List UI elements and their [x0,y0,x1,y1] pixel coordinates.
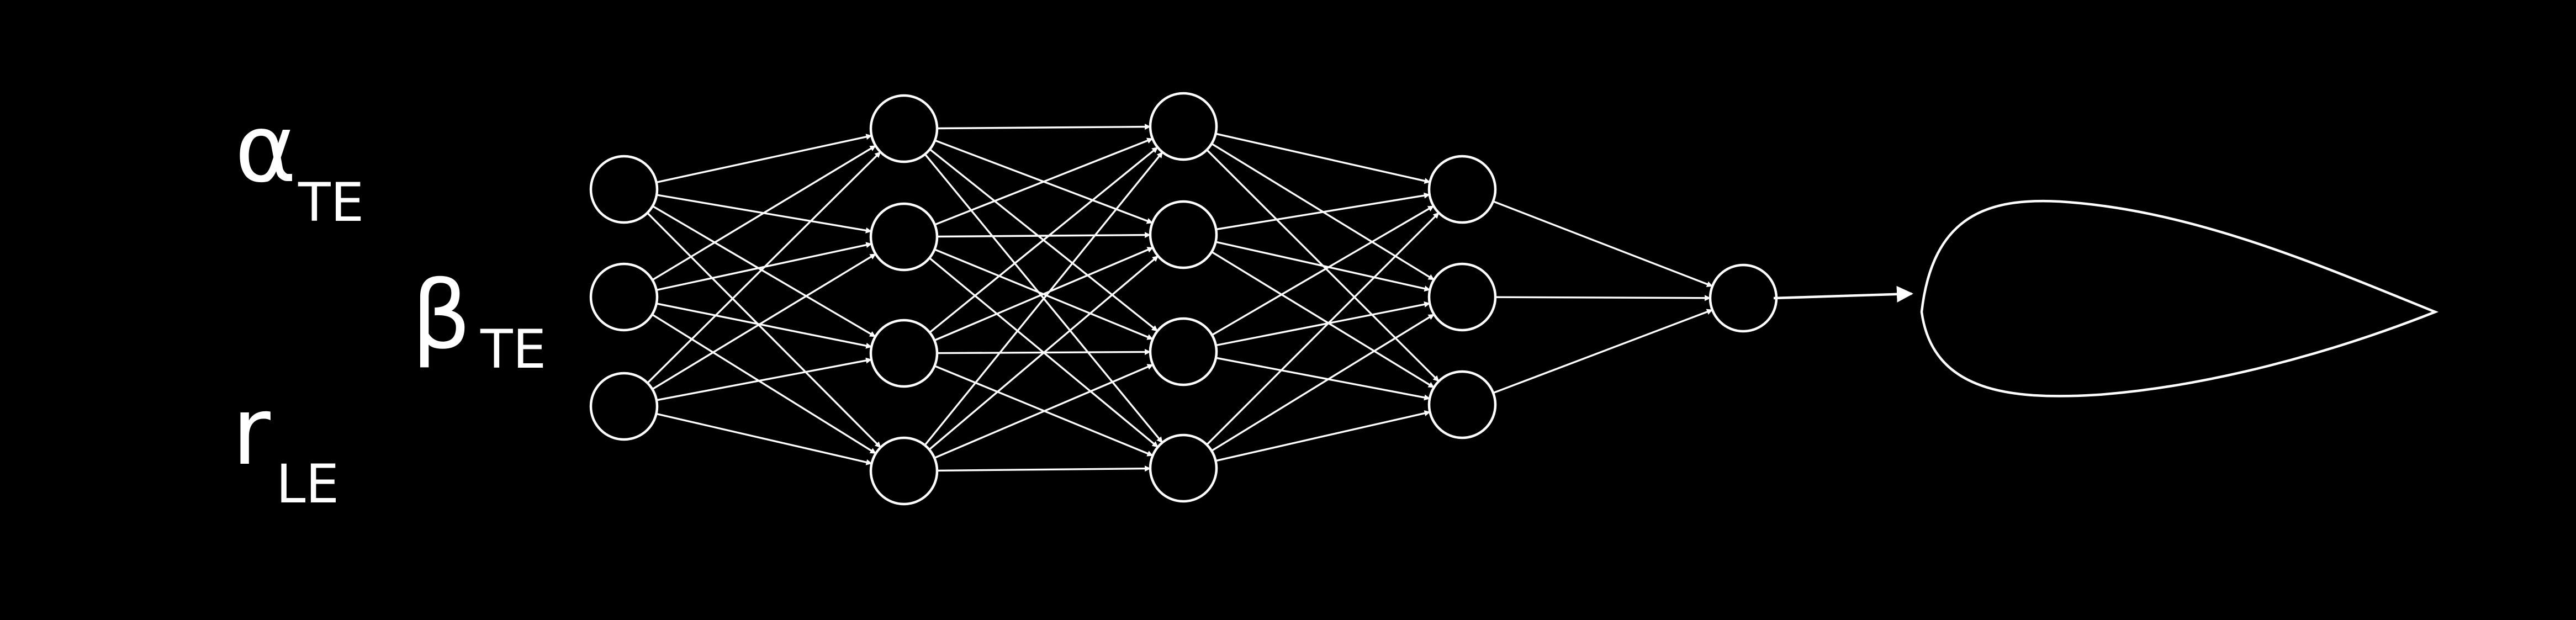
connection-l0-n0-to-n3 [647,212,881,448]
connection-l1-n1-to-n0 [934,137,1154,226]
node-layer1-0 [869,94,939,163]
node-layer3-0 [1427,155,1497,224]
connection-l1-n2-to-n1 [934,246,1154,342]
svg-text:α: α [235,94,297,204]
node-layer3-2 [1427,370,1497,439]
connection-l2-n0-to-n0 [1215,133,1431,184]
network-connections [647,124,1713,472]
connection-l3-n0-to-n0 [1493,200,1713,287]
input-label-r-le: r LE [232,377,339,515]
node-layer1-3 [869,436,939,506]
connection-l0-n0-to-n2 [652,205,876,338]
svg-text:TE: TE [298,172,364,234]
node-layer0-0 [589,155,659,224]
node-layer2-3 [1149,433,1218,503]
connection-l1-n2-to-n0 [929,146,1159,333]
connection-l0-n2-to-n0 [647,151,881,384]
connection-l0-n1-to-n0 [652,145,876,281]
connection-l1-n1-to-n1 [937,232,1151,239]
connection-l2-n3-to-n1 [1211,313,1435,452]
network-nodes [589,92,1778,506]
connection-l2-n3-to-n2 [1215,410,1431,462]
node-layer0-2 [589,372,659,441]
connection-l2-n1-to-n2 [1211,251,1435,389]
svg-text:TE: TE [480,319,546,380]
connection-l0-n1-to-n3 [652,314,876,454]
node-layer1-1 [869,202,939,272]
connection-l1-n0-to-n0 [937,124,1151,130]
node-layer4-0 [1708,263,1778,333]
connection-l0-n1-to-n2 [656,303,872,349]
connection-l2-n2-to-n1 [1215,301,1431,347]
node-layer0-1 [589,262,659,332]
connection-l3-n2-to-n0 [1493,309,1713,394]
input-label-alpha-te: α TE [235,94,364,234]
connection-l0-n2-to-n1 [652,253,876,390]
input-label-beta-te: β TE [411,261,546,380]
connection-l0-n2-to-n2 [656,357,872,401]
connection-l1-n3-to-n2 [934,364,1154,459]
node-layer3-1 [1427,262,1497,332]
connection-l3-n1-to-n0 [1495,295,1711,301]
svg-text:r: r [232,377,271,486]
connection-l2-n1-to-n1 [1215,241,1431,292]
connection-l0-n2-to-n3 [656,412,872,465]
connection-l0-n0-to-n0 [656,134,872,183]
connection-l2-n1-to-n0 [1215,192,1430,231]
node-layer2-1 [1149,200,1218,269]
node-layer2-0 [1149,92,1218,161]
connection-l2-n3-to-n0 [1206,212,1440,446]
output-arrow [1773,285,1913,303]
svg-text:LE: LE [276,453,339,515]
connection-l1-n3-to-n0 [924,151,1163,446]
airfoil-shape [1920,199,2439,398]
connection-l1-n3-to-n3 [937,465,1151,472]
connection-l2-n2-to-n2 [1215,357,1431,401]
svg-text:β: β [411,261,472,370]
node-layer2-2 [1149,317,1218,386]
connection-l2-n2-to-n0 [1212,205,1435,336]
node-layer1-2 [869,319,939,388]
connection-l1-n3-to-n1 [928,255,1159,451]
